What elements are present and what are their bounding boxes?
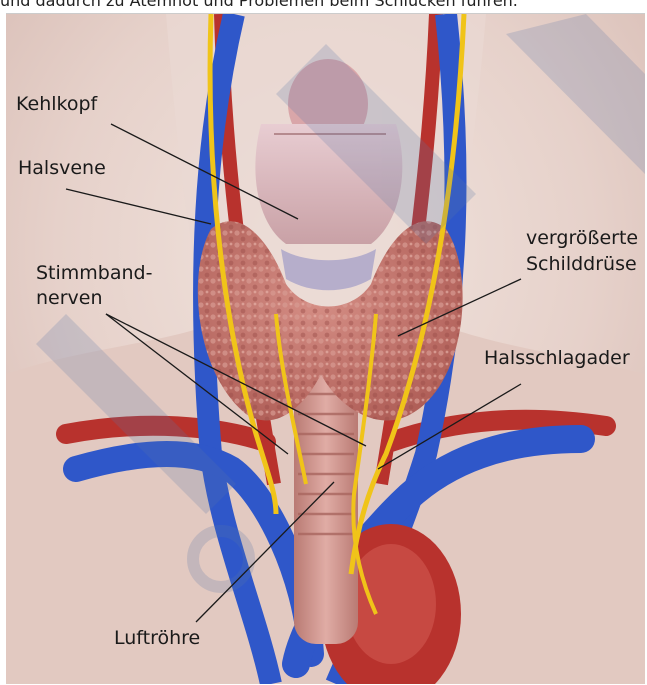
label-luftroehre: Luftröhre (114, 627, 200, 649)
thyroid-illustration: Kehlkopf Halsvene Stimmband- nerven verg… (6, 14, 645, 684)
label-schilddruese-1: vergrößerte (526, 227, 638, 249)
label-halsvene: Halsvene (18, 157, 106, 179)
label-stimmband-2: nerven (36, 287, 103, 309)
caption-fragment: und dadurch zu Atemnot und Problemen bei… (0, 0, 647, 13)
label-stimmband-1: Stimmband- (36, 262, 152, 284)
label-schilddruese-2: Schilddrüse (526, 253, 637, 275)
label-kehlkopf: Kehlkopf (16, 93, 99, 115)
illustration-frame: Kehlkopf Halsvene Stimmband- nerven verg… (6, 13, 645, 684)
label-halsschlagader: Halsschlagader (484, 347, 630, 369)
